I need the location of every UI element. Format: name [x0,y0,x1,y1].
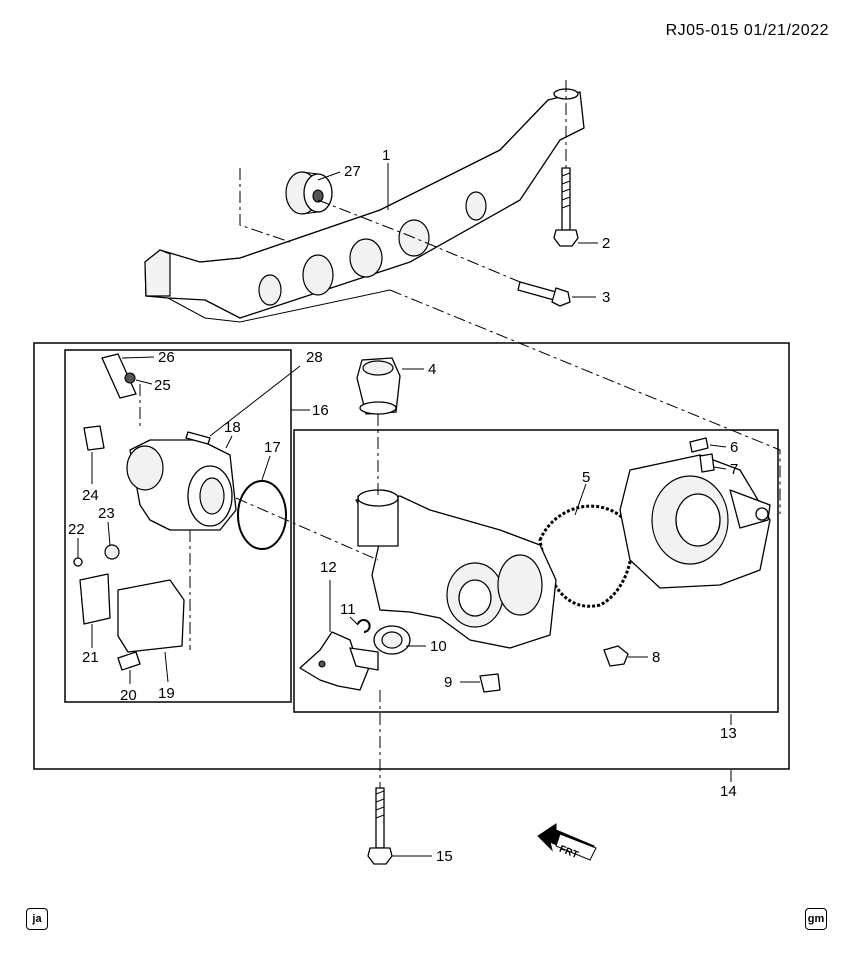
callout-21: 21 [82,649,99,666]
actuator-screw [185,431,211,445]
callout-1: 1 [382,147,390,164]
callout-18: 18 [224,419,241,436]
callout-3: 3 [602,289,610,306]
long-bolt [367,787,393,865]
drive-unit-box [293,429,779,713]
centerline [239,168,291,243]
callout-2: 2 [602,235,610,252]
callout-14: 14 [720,783,737,800]
actuator-motor [126,439,237,531]
breather-vent [699,453,715,473]
centerline [389,289,781,514]
wiring-bracket [101,353,137,399]
diagram-reference: RJ05-015 01/21/2022 [665,22,829,39]
callout-24: 24 [82,487,99,504]
bolt-angled [517,281,571,307]
axle-seal [373,625,411,655]
callout-6: 6 [730,439,738,456]
callout-leaders [77,163,732,857]
outer-assembly-box [33,342,790,770]
language-badge: ja [26,908,48,930]
callout-13: 13 [720,725,737,742]
rear-housing-cover [619,454,771,589]
control-module [117,579,185,653]
crossmember [144,88,585,323]
front-direction-indicator: FRT [537,823,597,861]
centerline [317,199,521,283]
callout-25: 25 [154,377,171,394]
callout-23: 23 [98,505,115,522]
snap-ring [357,619,371,633]
callout-4: 4 [428,361,436,378]
small-screw [73,557,83,567]
callout-26: 26 [158,349,175,366]
actuator-box [64,349,292,703]
callout-10: 10 [430,638,447,655]
module-bracket [79,573,111,625]
brand-logo: gm [805,908,827,930]
callout-12: 12 [320,559,337,576]
callout-22: 22 [68,521,85,538]
callout-27: 27 [344,163,361,180]
callout-15: 15 [436,848,453,865]
callout-19: 19 [158,685,175,702]
drain-plug [603,645,629,667]
housing-gasket [538,504,634,608]
output-flange [299,631,379,691]
callout-9: 9 [444,674,452,691]
housing-bolt [689,437,709,453]
callout-7: 7 [730,461,738,478]
callout-20: 20 [120,687,137,704]
callout-8: 8 [652,649,660,666]
callout-5: 5 [582,469,590,486]
differential-housing [355,489,557,649]
fill-plug [479,673,501,693]
callout-28: 28 [306,349,323,366]
centerline [235,497,379,561]
callout-16: 16 [312,402,329,419]
crossmember-bushing [285,171,333,215]
bolt-vertical [553,167,579,247]
callout-17: 17 [264,439,281,456]
module-bolt [117,651,141,671]
callout-11: 11 [340,601,356,618]
o-ring [237,480,287,550]
washer [104,544,120,560]
connector [83,425,105,451]
wiring-clip [124,372,136,384]
mount-bushing [356,357,401,415]
